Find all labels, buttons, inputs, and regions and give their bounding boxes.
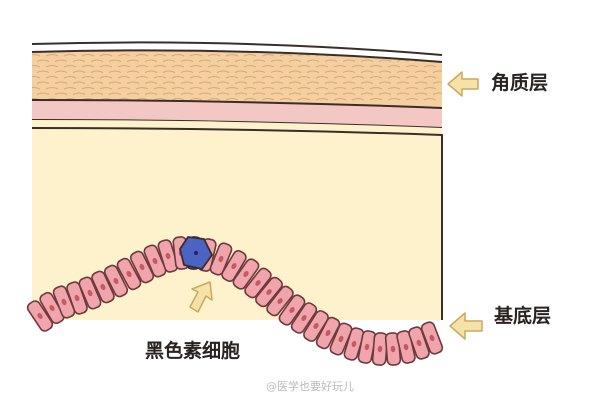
cell-nucleus — [301, 315, 307, 321]
cell-nucleus — [313, 323, 319, 329]
arrow-left-icon — [447, 71, 479, 97]
cell-nucleus — [364, 343, 370, 351]
cell-nucleus — [139, 263, 145, 271]
corneum-texture-stroke — [36, 70, 442, 73]
basal-cell — [209, 242, 233, 276]
cell-nucleus — [338, 335, 344, 343]
basal-cell — [78, 276, 102, 310]
corneum-texture-stroke — [32, 65, 442, 68]
basal-cell-chain — [26, 236, 444, 366]
basal-cell — [26, 300, 54, 332]
basal-cell — [91, 270, 115, 304]
stratum-corneum-layer — [31, 41, 443, 108]
cell-nucleus — [255, 280, 261, 286]
basal-cell — [232, 258, 260, 290]
corneum-texture-stroke — [36, 81, 442, 84]
basal-cell — [266, 285, 294, 317]
cell-nucleus — [351, 340, 357, 348]
basal-cell — [357, 330, 377, 364]
corneum-texture-stroke — [32, 98, 442, 101]
corneum-texture-stroke — [36, 92, 442, 95]
cell-nucleus — [277, 298, 283, 304]
basal-cell — [303, 310, 329, 342]
basal-cell — [129, 250, 155, 284]
cell-nucleus — [218, 255, 224, 263]
basal-cell — [420, 321, 444, 355]
basal-cell — [329, 322, 353, 356]
basal-cell — [255, 276, 283, 308]
cell-nucleus — [416, 339, 422, 347]
cell-nucleus — [165, 252, 171, 260]
basal-cell — [315, 316, 341, 350]
cell-nucleus — [74, 294, 80, 302]
basal-cell — [244, 267, 272, 299]
basal-cell — [371, 332, 389, 366]
cell-nucleus — [289, 307, 295, 313]
basal-cell — [384, 332, 402, 366]
arrow-left-icon — [449, 312, 483, 340]
cell-nucleus — [231, 263, 237, 269]
cell-nucleus — [390, 345, 396, 353]
basal-cell — [278, 294, 306, 326]
cell-nucleus — [403, 343, 409, 351]
basal-layer-label: 基底层 — [494, 305, 552, 327]
basal-cell — [116, 257, 142, 291]
basal-cell — [143, 244, 167, 278]
cell-nucleus — [37, 313, 43, 319]
cell-nucleus — [113, 277, 119, 285]
cell-nucleus — [152, 257, 158, 265]
cell-nucleus — [126, 270, 132, 278]
cell-nucleus — [49, 305, 55, 311]
corneum-texture-stroke — [32, 76, 442, 79]
cell-nucleus — [87, 289, 93, 297]
basal-cell — [103, 264, 129, 298]
cell-nucleus — [377, 345, 383, 353]
cell-nucleus — [61, 298, 67, 306]
pink-band-layer — [32, 100, 442, 128]
cell-nucleus — [266, 289, 272, 295]
cell-nucleus — [325, 329, 331, 337]
watermark: @医学也要好玩儿 — [266, 380, 354, 393]
cell-nucleus — [429, 334, 435, 342]
arrow-up-right-icon — [189, 281, 213, 313]
basal-cell — [66, 281, 88, 315]
melanocyte-nucleus — [194, 251, 198, 255]
cell-nucleus — [100, 283, 106, 291]
basal-cell — [290, 302, 318, 334]
basal-cell — [221, 249, 247, 283]
corneum-texture-stroke — [32, 87, 442, 90]
cell-nucleus — [243, 271, 249, 277]
basal-cell — [408, 326, 430, 360]
melanocyte-label: 黑色素细胞 — [145, 340, 241, 362]
stratum-corneum-label: 角质层 — [491, 72, 549, 94]
